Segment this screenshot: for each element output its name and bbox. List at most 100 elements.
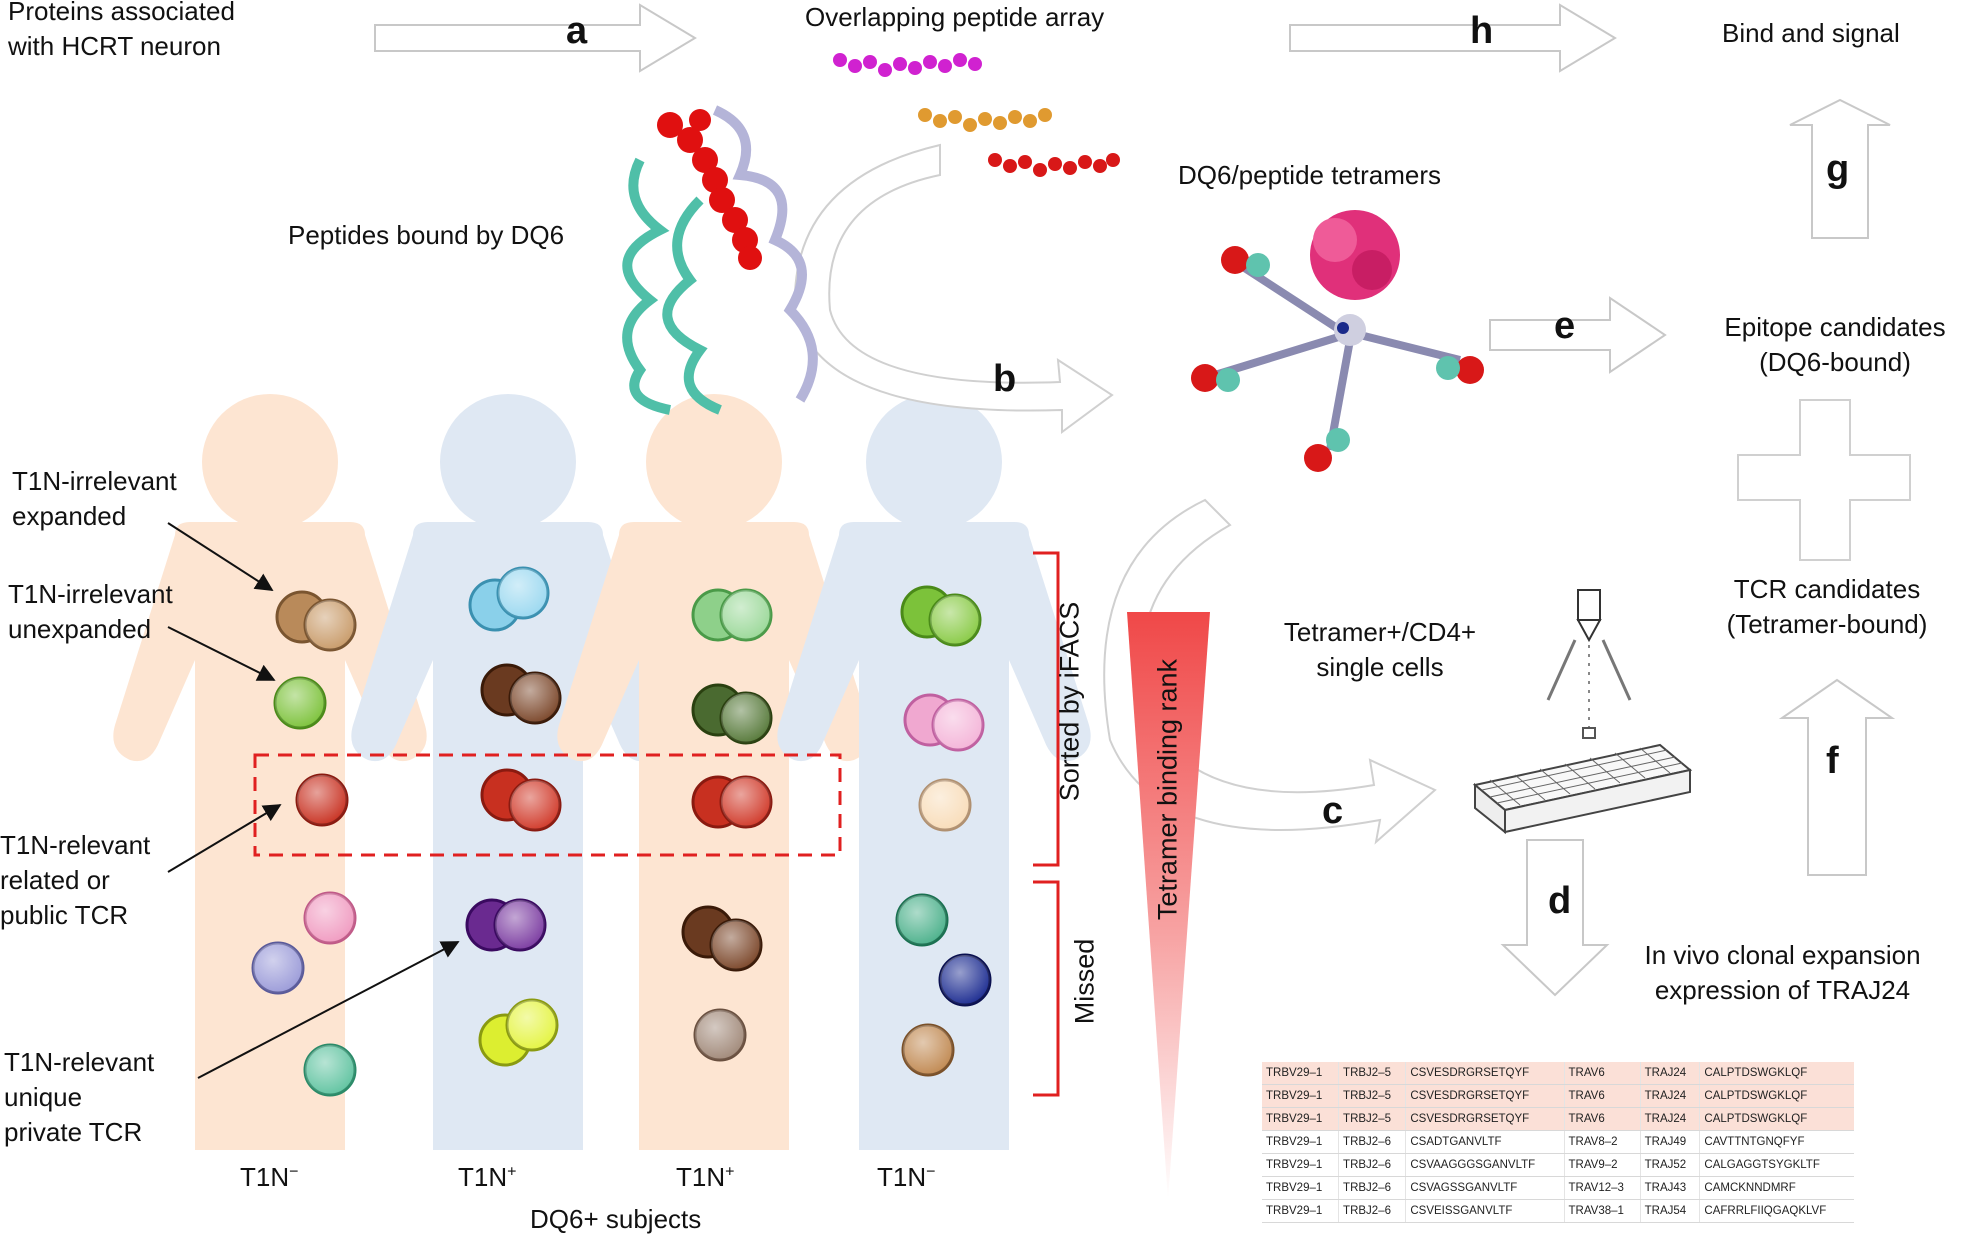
cell-purple-private: [465, 898, 547, 952]
table-cell-trbv: TRBV29–1: [1262, 1153, 1339, 1177]
step-letter-h: h: [1470, 10, 1494, 52]
curved-arrow-b: [793, 143, 1114, 434]
arrow-g: [1789, 98, 1891, 239]
table-cell-cdr3a: CAMCKNNDMRF: [1699, 1176, 1854, 1200]
table-cell-cdr3a: CAFRRLFIIQGAQKLVF: [1699, 1199, 1854, 1223]
subject-label-4: T1N−: [877, 1162, 936, 1192]
subjects-label: DQ6+ subjects: [530, 1204, 702, 1234]
peptide-chain-red: [988, 153, 1120, 177]
step-letter-b: b: [993, 358, 1017, 400]
table-cell-trav: TRAV6: [1563, 1107, 1641, 1131]
step-letter-f: f: [1826, 740, 1839, 782]
table-cell-traj: TRAJ24: [1639, 1107, 1700, 1131]
step-letter-e: e: [1554, 305, 1576, 347]
tcr-candidates-label: TCR candidates(Tetramer-bound): [1726, 574, 1928, 639]
table-cell-cdr3b: CSVAGSSGANVLTF: [1405, 1176, 1565, 1200]
peptide-chain-magenta: [833, 53, 982, 77]
table-cell-trbv: TRBV29–1: [1262, 1062, 1339, 1085]
cell-lime-s4: [900, 585, 982, 647]
subject-label-2: T1N+: [458, 1162, 517, 1192]
cell-skyblue-s2: [468, 566, 550, 632]
table-cell-traj: TRAJ49: [1639, 1130, 1700, 1154]
table-cell-cdr3a: CALPTDSWGKLQF: [1699, 1107, 1854, 1131]
cell-lightgreen-s3: [691, 588, 773, 642]
table-cell-trbj: TRBJ2–6: [1338, 1130, 1406, 1154]
table-cell-trav: TRAV6: [1563, 1062, 1641, 1085]
table-cell-trbv: TRBV29–1: [1262, 1199, 1339, 1223]
tetramer-complex-icon: [1191, 210, 1484, 472]
table-cell-trbv: TRBV29–1: [1262, 1176, 1339, 1200]
cell-pink-s4: [903, 693, 985, 752]
subject-label-1: T1N−: [240, 1162, 299, 1192]
table-cell-cdr3b: CSVAAGGGSGANVLTF: [1405, 1153, 1565, 1177]
cell-teal-s4: [895, 893, 949, 947]
public-tcr-box: [253, 753, 842, 857]
table-cell-trbj: TRBJ2–5: [1338, 1084, 1406, 1108]
step-letter-d: d: [1548, 880, 1572, 922]
tetramers-label: DQ6/peptide tetramers: [1178, 160, 1442, 190]
protein-structure-icon: [622, 105, 818, 415]
bind-signal-label: Bind and signal: [1722, 18, 1900, 48]
table-cell-cdr3a: CALPTDSWGKLQF: [1699, 1062, 1854, 1085]
cell-cream-s4: [918, 778, 972, 832]
table-cell-cdr3a: CALPTDSWGKLQF: [1699, 1084, 1854, 1108]
table-cell-trbj: TRBJ2–6: [1338, 1176, 1406, 1200]
plus-icon: [1737, 399, 1911, 561]
sorter-nozzle-icon: [1546, 589, 1632, 739]
pointer-unexpanded: [167, 626, 276, 681]
table-cell-cdr3b: CSVESDRGRSETQYF: [1405, 1084, 1565, 1108]
cell-mint-s1: [303, 1043, 357, 1097]
cell-taupe-s3: [693, 1008, 747, 1062]
cell-navy-s4: [938, 953, 992, 1007]
table-cell-trbj: TRBJ2–5: [1338, 1107, 1406, 1131]
cell-red-public-2: [480, 768, 562, 832]
cell-tan-s4: [901, 1023, 955, 1077]
table-cell-traj: TRAJ52: [1639, 1153, 1700, 1177]
arrow-a: [374, 3, 697, 73]
table-cell-trbv: TRBV29–1: [1262, 1130, 1339, 1154]
table-cell-trbj: TRBJ2–5: [1338, 1062, 1406, 1085]
table-cell-cdr3b: CSVEISSGANVLTF: [1405, 1199, 1565, 1223]
cell-green-unexpanded: [273, 676, 327, 730]
cell-yellow-s2: [478, 998, 559, 1067]
table-cell-traj: TRAJ24: [1639, 1062, 1700, 1085]
peptides-bound-label: Peptides bound by DQ6: [288, 220, 565, 250]
table-cell-trav: TRAV8–2: [1563, 1130, 1641, 1154]
table-cell-trav: TRAV9–2: [1563, 1153, 1641, 1177]
table-cell-trbj: TRBJ2–6: [1338, 1199, 1406, 1223]
cell-brown-s3: [681, 905, 763, 972]
step-letter-g: g: [1826, 148, 1850, 190]
table-cell-cdr3a: CAVTTNTGNQFYF: [1699, 1130, 1854, 1154]
cell-lavender-s1: [251, 941, 305, 995]
subject-label-3: T1N+: [676, 1162, 735, 1192]
table-cell-cdr3b: CSVESDRGRSETQYF: [1405, 1107, 1565, 1131]
overlapping-label: Overlapping peptide array: [805, 2, 1105, 32]
well-plate-icon: [1472, 743, 1693, 835]
cell-red-public-1: [295, 773, 349, 827]
table-cell-traj: TRAJ54: [1639, 1199, 1700, 1223]
table-cell-trav: TRAV6: [1563, 1084, 1641, 1108]
arrow-h: [1289, 3, 1617, 73]
arrow-f: [1778, 678, 1896, 876]
table-cell-traj: TRAJ43: [1639, 1176, 1700, 1200]
binding-rank-label: Tetramer binding rank: [1152, 658, 1183, 921]
table-cell-trbv: TRBV29–1: [1262, 1107, 1339, 1131]
pointer-private: [197, 941, 460, 1079]
table-cell-cdr3b: CSVESDRGRSETQYF: [1405, 1062, 1565, 1085]
cell-tan-expanded: [275, 590, 357, 652]
tetramer-cells-label: Tetramer+/CD4+single cells: [1283, 617, 1477, 682]
sorted-label: Sorted by iFACS: [1054, 601, 1085, 802]
table-cell-trav: TRAV12–3: [1563, 1176, 1641, 1200]
